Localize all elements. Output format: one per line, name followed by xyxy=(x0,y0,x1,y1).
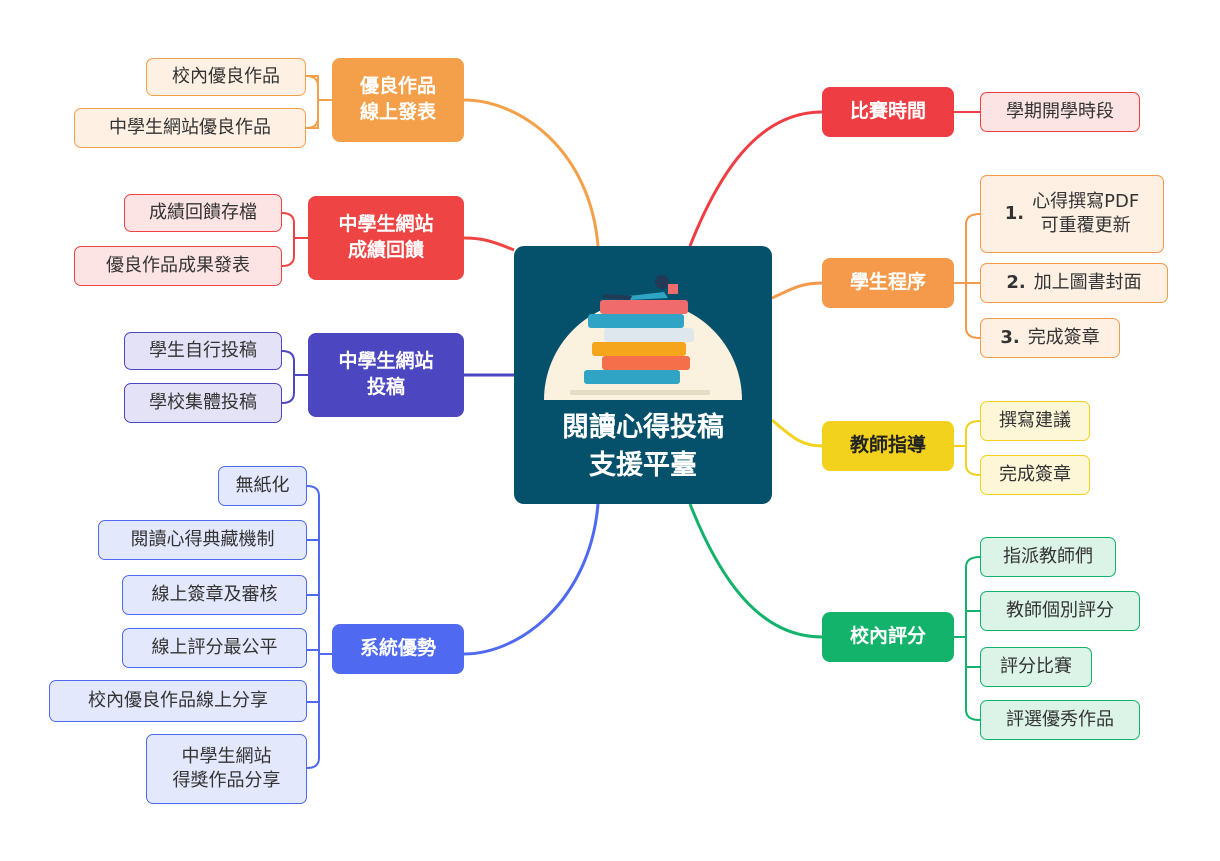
leaf-step-1[interactable]: 1. 心得撰寫PDF 可重覆更新 xyxy=(980,175,1164,253)
leaf-teacher-sign[interactable]: 完成簽章 xyxy=(980,455,1090,495)
leaf-assign-teachers[interactable]: 指派教師們 xyxy=(980,537,1116,577)
leaf-fair-scoring[interactable]: 線上評分最公平 xyxy=(122,628,307,668)
leaf-step-3[interactable]: 3. 完成簽章 xyxy=(980,318,1120,358)
central-topic-title: 閱讀心得投稿 支援平臺 xyxy=(514,409,772,485)
leaf-individual-scoring[interactable]: 教師個別評分 xyxy=(980,591,1140,631)
reading-books-illustration xyxy=(544,275,742,400)
central-title-line2: 支援平臺 xyxy=(589,449,697,481)
leaf-select-best[interactable]: 評選優秀作品 xyxy=(980,700,1140,740)
leaf-score-archive[interactable]: 成績回饋存檔 xyxy=(124,194,282,232)
branch-timing[interactable]: 比賽時間 xyxy=(822,87,954,137)
branch-student-steps[interactable]: 學生程序 xyxy=(822,258,954,308)
branch-submission[interactable]: 中學生網站 投稿 xyxy=(308,333,464,417)
leaf-award-share[interactable]: 中學生網站 得獎作品分享 xyxy=(146,734,307,804)
leaf-writing-advice[interactable]: 撰寫建議 xyxy=(980,401,1090,441)
branch-feedback[interactable]: 中學生網站 成績回饋 xyxy=(308,196,464,280)
central-topic: 閱讀心得投稿 支援平臺 xyxy=(514,246,772,504)
leaf-score-competition[interactable]: 評分比賽 xyxy=(980,647,1092,687)
leaf-online-share[interactable]: 校內優良作品線上分享 xyxy=(49,680,307,722)
leaf-online-sign[interactable]: 線上簽章及審核 xyxy=(122,575,307,615)
leaf-site-excellent[interactable]: 中學生網站優良作品 xyxy=(74,108,306,148)
leaf-school-submit[interactable]: 學校集體投稿 xyxy=(124,383,282,423)
leaf-student-submit[interactable]: 學生自行投稿 xyxy=(124,332,282,370)
branch-advantages[interactable]: 系統優勢 xyxy=(332,624,464,674)
leaf-results-publish[interactable]: 優良作品成果發表 xyxy=(74,246,282,286)
leaf-semester-start[interactable]: 學期開學時段 xyxy=(980,92,1140,132)
branch-label-line2: 線上發表 xyxy=(359,101,436,123)
central-title-line1: 閱讀心得投稿 xyxy=(562,412,724,443)
leaf-school-excellent[interactable]: 校內優良作品 xyxy=(146,58,306,96)
branch-scoring[interactable]: 校內評分 xyxy=(822,612,954,662)
leaf-paperless[interactable]: 無紙化 xyxy=(218,466,307,506)
branch-label-line1: 優良作品 xyxy=(359,75,436,98)
branch-excellent-publish[interactable]: 優良作品 線上發表 xyxy=(332,58,464,142)
leaf-step-2[interactable]: 2. 加上圖書封面 xyxy=(980,263,1168,303)
leaf-archive-mechanism[interactable]: 閱讀心得典藏機制 xyxy=(98,520,307,560)
branch-teacher[interactable]: 教師指導 xyxy=(822,421,954,471)
